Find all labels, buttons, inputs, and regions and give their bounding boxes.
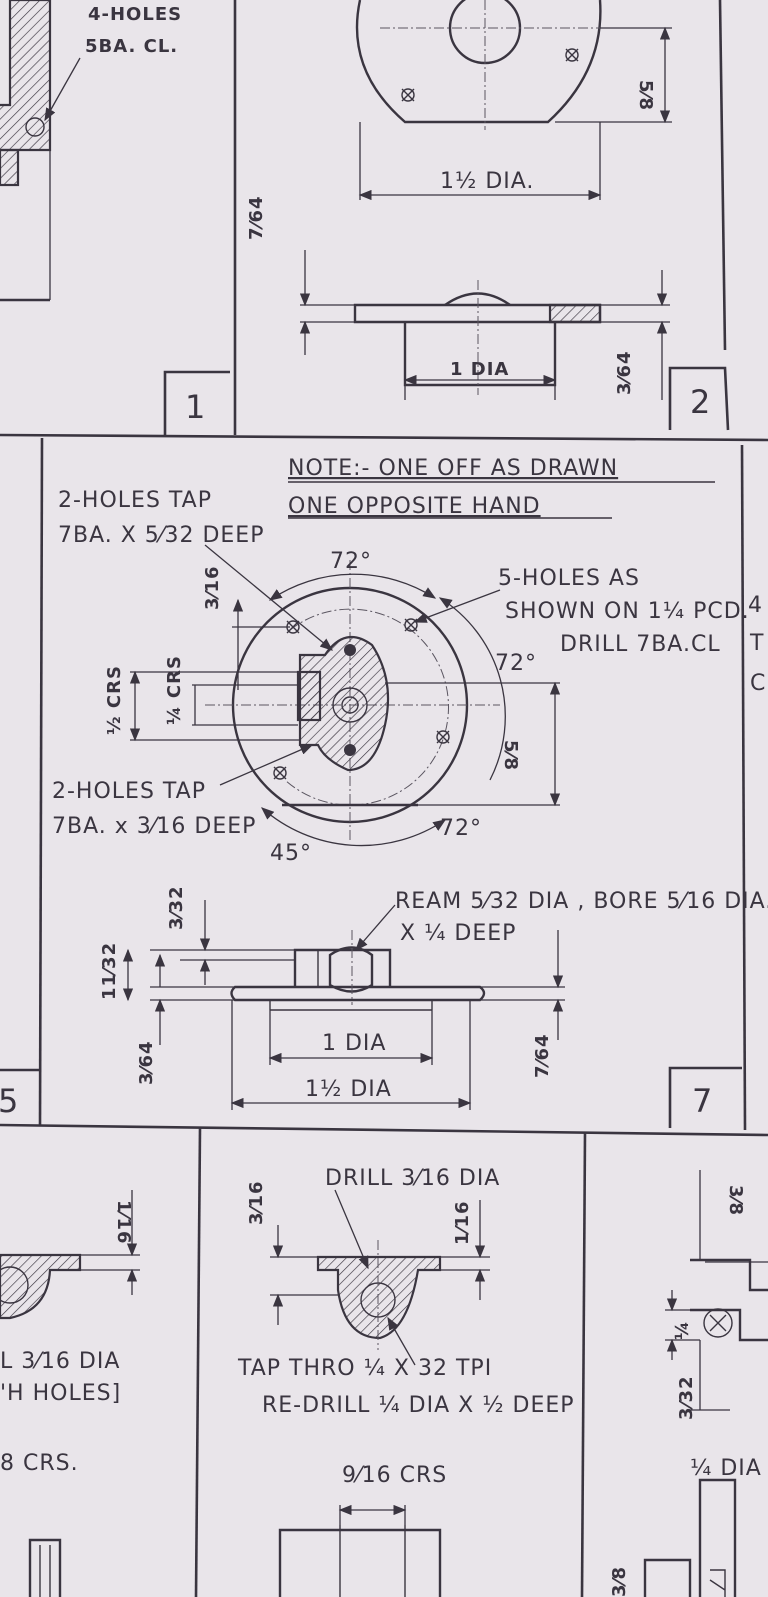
part-7-note-line1: NOTE:- ONE OFF AS DRAWN	[288, 456, 618, 481]
part-7-dim-3-64: 3⁄64	[136, 1040, 157, 1085]
bottom-middle-drill: DRILL 3⁄16 DIA	[325, 1166, 500, 1191]
bottom-middle-dim-right: 1⁄16	[452, 1200, 473, 1245]
bottom-right-dim-top: 3⁄8	[725, 1185, 746, 1216]
part-7-tap-top-2: 7BA. X 5⁄32 DEEP	[58, 523, 264, 548]
edge-mark-4: 4	[748, 593, 763, 618]
part-7-dia-1-5: 1½ DIA	[305, 1077, 392, 1102]
part-7-dim-quarter-crs: ¼ CRS	[164, 655, 185, 725]
part-1-drawing	[0, 0, 81, 302]
part-7-angle-bot: 72°	[440, 816, 482, 841]
bottom-middle-drawing	[270, 1189, 490, 1597]
bottom-middle-crs: 9⁄16 CRS	[342, 1463, 447, 1488]
sheet-number-5: 5	[0, 1082, 18, 1120]
part-7-holes5-1: 5-HOLES AS	[498, 566, 640, 591]
part-7-ream: REAM 5⁄32 DIA , BORE 5⁄16 DIA.	[395, 889, 768, 914]
sheet-number-2: 2	[690, 383, 710, 421]
part-2-drawing	[299, 0, 672, 400]
sheet-number-1: 1	[185, 388, 205, 426]
part-1-holes-spec: 5BA. CL.	[85, 36, 178, 57]
sheet-number-7: 7	[692, 1082, 712, 1120]
part-7-angle-top: 72°	[330, 549, 372, 574]
bottom-left-holes: 'H HOLES]	[0, 1381, 121, 1406]
part-7-dim-3-32: 3⁄32	[166, 885, 187, 930]
bottom-right-dim-low: 3⁄32	[676, 1375, 697, 1420]
bottom-middle-dim-left: 3⁄16	[246, 1180, 267, 1225]
part-2-dim-side: 5⁄8	[635, 80, 656, 111]
part-2-dim-base: 3⁄64	[614, 350, 635, 395]
part-2-dim-thk: 7⁄64	[246, 195, 267, 240]
bottom-right-drawing	[643, 1170, 768, 1597]
part-7-dia-1: 1 DIA	[322, 1031, 386, 1056]
part-7-plan-view	[129, 544, 561, 847]
part-7-tap-bot-1: 2-HOLES TAP	[52, 779, 206, 804]
part-7-dim-11-32: 11⁄32	[99, 942, 120, 1000]
part-7-dim-7-64: 7⁄64	[532, 1033, 553, 1078]
bottom-middle-tap2: RE-DRILL ¼ DIA X ½ DEEP	[262, 1393, 575, 1418]
edge-mark-t: T	[749, 631, 764, 656]
part-7-note-line2: ONE OPPOSITE HAND	[288, 494, 541, 519]
bottom-middle-tap1: TAP THRO ¼ X 32 TPI	[237, 1356, 492, 1381]
part-7-tap-top-1: 2-HOLES TAP	[58, 488, 212, 513]
bottom-left-drill: L 3⁄16 DIA	[0, 1349, 120, 1374]
part-7-side-view	[122, 900, 565, 1110]
edge-mark-c: C	[750, 671, 766, 696]
bottom-right-dim-bot: 3⁄8	[609, 1566, 630, 1597]
part-2-dia-top: 1½ DIA.	[440, 169, 534, 194]
part-7-ream-deep: X ¼ DEEP	[400, 921, 516, 946]
part-7-angle-45: 45°	[270, 841, 312, 866]
part-7-dim-5-8: 5⁄8	[500, 740, 521, 771]
part-7-holes5-3: DRILL 7BA.CL	[560, 632, 721, 657]
part-7-dim-half-crs: ½ CRS	[104, 665, 125, 735]
bottom-left-crs: 8 CRS.	[0, 1451, 79, 1476]
part-2-dia-boss: 1 DIA	[450, 359, 509, 380]
bottom-left-dim: 1⁄16	[113, 1200, 134, 1245]
bottom-right-dia: ¼ DIA	[690, 1456, 762, 1481]
part-7-dim-3-16: 3⁄16	[202, 565, 223, 610]
bottom-left-drawing	[0, 1190, 140, 1597]
part-7-angle-right: 72°	[495, 651, 537, 676]
part-7-tap-bot-2: 7BA. x 3⁄16 DEEP	[52, 814, 256, 839]
part-7-holes5-2: SHOWN ON 1¼ PCD.	[505, 599, 750, 624]
bottom-right-dim-mid: ¼	[672, 1320, 693, 1340]
part-1-holes-label: 4-HOLES	[88, 4, 182, 25]
